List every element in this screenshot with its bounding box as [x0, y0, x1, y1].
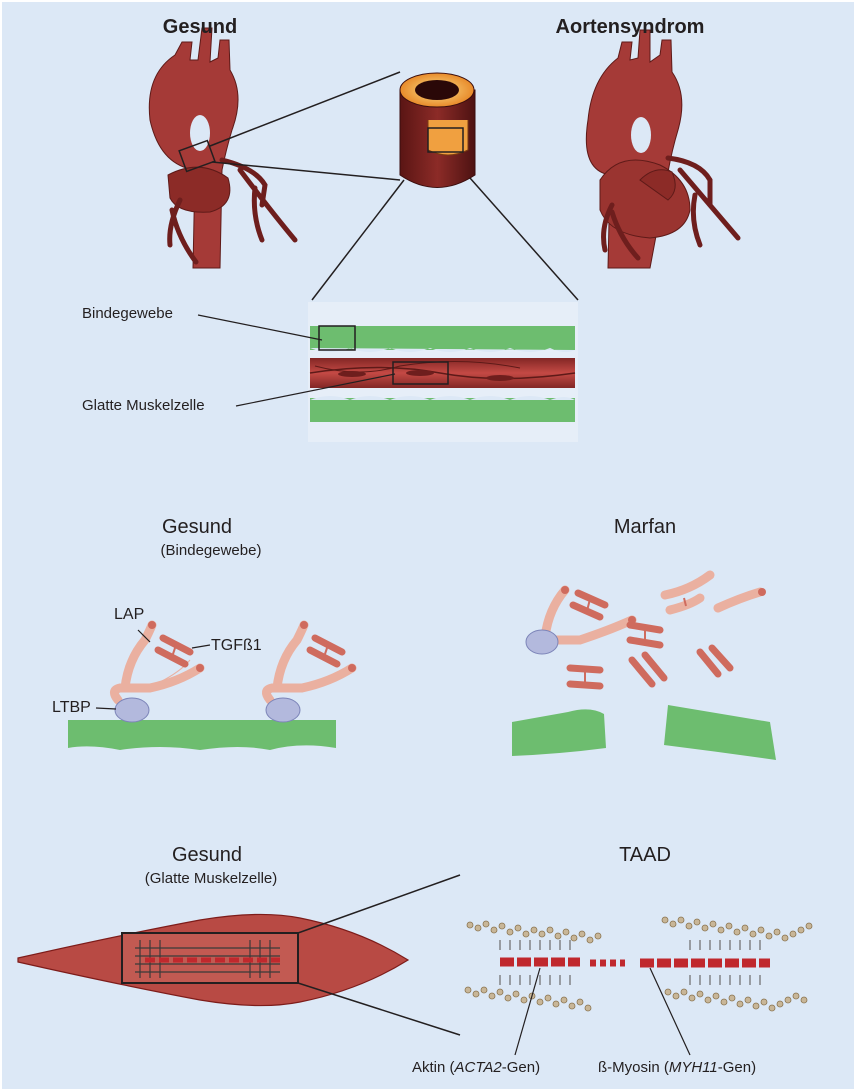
label-lap: LAP	[114, 607, 144, 623]
label-myosin: ß-Myosin (MYH11-Gen)	[598, 1060, 756, 1075]
label-actin: Aktin (ACTA2-Gen)	[412, 1060, 540, 1075]
bottom-healthy-title: Gesund	[172, 845, 242, 865]
label-connective-tissue: Bindegewebe	[82, 306, 173, 321]
tissue-strip	[308, 302, 578, 442]
label-ltbp: LTBP	[52, 700, 91, 716]
bottom-healthy-subtitle: (Glatte Muskelzelle)	[145, 871, 278, 886]
middle-healthy-title: Gesund	[162, 517, 232, 537]
top-healthy-title: Gesund	[163, 17, 237, 37]
top-disease-title: Aortensyndrom	[556, 17, 705, 37]
middle-healthy-subtitle: (Bindegewebe)	[161, 543, 262, 558]
label-smooth-muscle-cell: Glatte Muskelzelle	[82, 398, 205, 413]
aorta-cylinder	[400, 73, 475, 188]
label-tgf: TGFß1	[211, 638, 262, 654]
bottom-disease-title: TAAD	[619, 845, 671, 865]
middle-disease-title: Marfan	[614, 517, 676, 537]
